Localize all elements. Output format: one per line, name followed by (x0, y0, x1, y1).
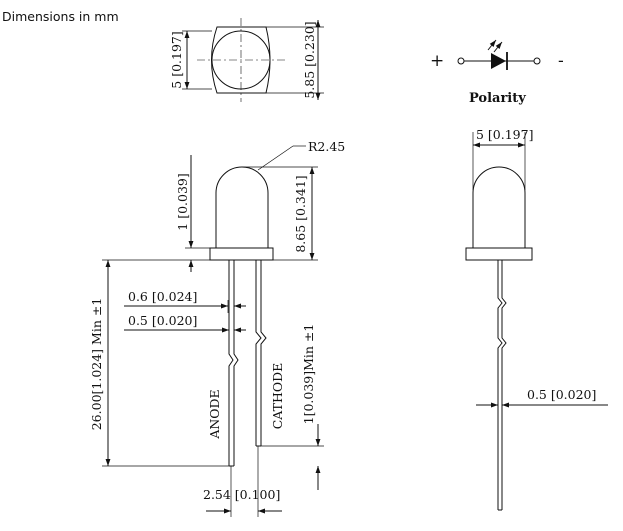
cathode-lead (255, 260, 267, 446)
side-view: R2.45 8.65 [0.341] 1 [0.039] 26.00[1.024… (89, 139, 345, 517)
front-view: 5 [0.197] 0.5 [0.020] (465, 127, 608, 511)
front-led-flange (465, 247, 533, 261)
polarity-plus: + (430, 51, 444, 71)
polarity-minus: - (558, 51, 564, 71)
top-view: 5 [0.197] 5.85 [0.230] (169, 18, 324, 102)
front-lead (497, 260, 507, 510)
led-body (215, 166, 269, 248)
units-note: Dimensions in mm (2, 9, 119, 24)
cathode-label: CATHODE (270, 363, 285, 430)
top-diameter-label: 5 [0.197] (169, 31, 184, 88)
led-flange (209, 247, 274, 261)
front-lead-label: 0.5 [0.020] (527, 387, 596, 402)
lead-width-label: 0.6 [0.024] (128, 289, 197, 304)
polarity-symbol: + - Polarity (430, 39, 564, 106)
lead-length-label: 26.00[1.024] Min ±1 (89, 298, 104, 431)
front-led-body (472, 166, 526, 248)
diode-triangle-icon (491, 53, 506, 69)
body-height-label: 8.65 [0.341] (293, 175, 308, 252)
top-flange-label: 5.85 [0.230] (302, 21, 317, 98)
flange-height-label: 1 [0.039] (175, 173, 190, 230)
lead-thickness-label: 0.5 [0.020] (128, 313, 197, 328)
front-diameter-label: 5 [0.197] (476, 127, 533, 142)
radius-label: R2.45 (308, 139, 345, 154)
polarity-title: Polarity (469, 91, 526, 106)
standoff-label: 1[0.039]Min ±1 (301, 324, 316, 425)
pitch-label: 2.54 [0.100] (203, 487, 280, 502)
anode-label: ANODE (207, 389, 222, 439)
anode-lead (228, 260, 239, 466)
